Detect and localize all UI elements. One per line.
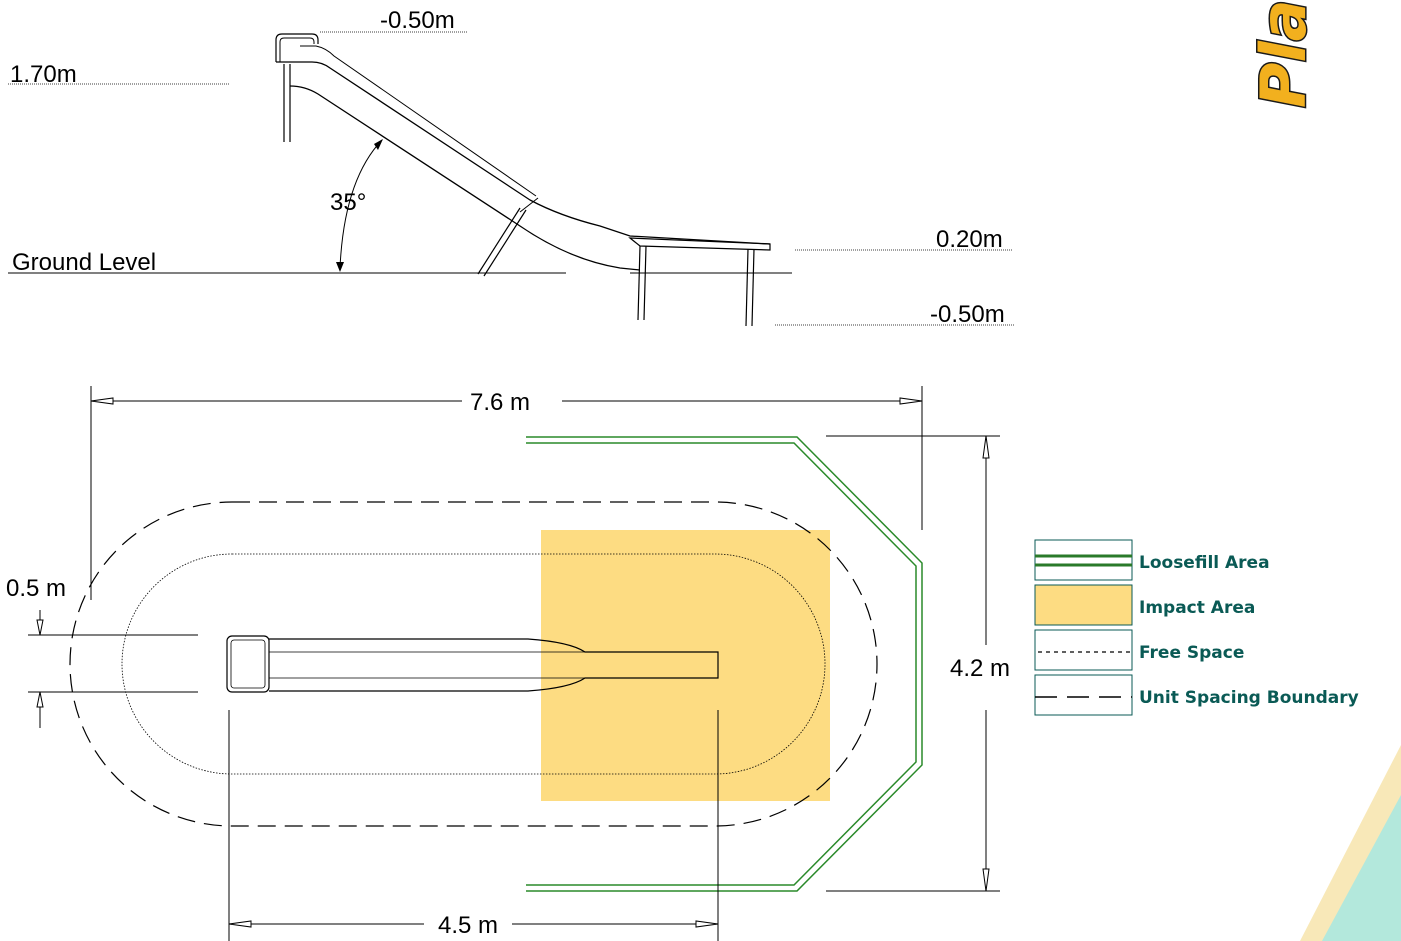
dim-length-arrow-left — [90, 397, 114, 405]
label-overall-length: 7.6 m — [470, 389, 530, 416]
plan-view — [28, 386, 1000, 941]
label-overall-width: 4.2 m — [950, 655, 1010, 682]
dim-width-arrow-bottom — [982, 868, 990, 892]
dim-slide-width-arrow-top — [36, 619, 44, 636]
angle-arc — [339, 139, 383, 269]
slide-chute-plan — [269, 638, 719, 692]
legend-item-unit-spacing: Unit Spacing Boundary — [1034, 674, 1359, 716]
free-space-boundary — [121, 553, 826, 775]
slide-strut-2 — [483, 209, 527, 277]
slide-handrail-inner — [279, 37, 315, 62]
legend-label-impact: Impact Area — [1139, 598, 1255, 618]
slide-exit-platform — [628, 237, 771, 251]
label-ground-level: Ground Level — [12, 249, 156, 276]
slide-chute-top-inner — [300, 45, 537, 197]
slide-joint — [519, 197, 539, 213]
legend: Loosefill Area Impact Area Free Space Un… — [1034, 539, 1359, 716]
legend-swatch-impact — [1034, 584, 1133, 626]
dim-slide-width-arrow-bottom — [36, 691, 44, 708]
slide-exit-leg-1b — [643, 245, 647, 321]
corner-decoration — [1300, 745, 1401, 941]
dim-slide-length-arrow-right — [695, 920, 719, 928]
logo-text: Pla — [1247, 0, 1320, 108]
label-bottom-level: -0.50m — [930, 301, 1005, 328]
label-height: 1.70m — [10, 61, 77, 88]
dim-slide-length-arrow-left — [228, 920, 252, 928]
slide-top-platform — [226, 635, 270, 693]
dim-length-arrow-right — [899, 397, 923, 405]
slide-chute-top — [276, 61, 771, 245]
legend-label-unit-spacing: Unit Spacing Boundary — [1139, 688, 1359, 708]
brand-logo: Pla — [1246, 0, 1322, 110]
legend-label-loosefill: Loosefill Area — [1139, 553, 1270, 573]
slide-top-platform-inner — [230, 639, 266, 689]
slide-chute-bottom — [289, 85, 641, 271]
slide-exit-leg-2 — [745, 248, 749, 327]
label-slide-length: 4.5 m — [438, 912, 498, 939]
legend-swatch-unit-spacing — [1034, 674, 1133, 716]
slide-exit-leg-2b — [751, 248, 755, 327]
legend-swatch-loosefill — [1034, 539, 1133, 581]
unit-spacing-boundary — [69, 501, 878, 827]
legend-item-free-space: Free Space — [1034, 629, 1244, 671]
label-top-level: -0.50m — [380, 7, 455, 34]
impact-area — [541, 530, 830, 801]
label-angle: 35° — [330, 189, 366, 216]
elevation-view — [8, 31, 1015, 327]
slide-handrail — [275, 33, 319, 62]
legend-label-free-space: Free Space — [1139, 643, 1244, 663]
loosefill-line-inner — [526, 442, 917, 886]
corner-teal-band — [1322, 795, 1401, 941]
angle-arrow-bottom — [336, 262, 344, 272]
loosefill-line-outer — [526, 436, 923, 892]
legend-item-loosefill: Loosefill Area — [1034, 539, 1270, 581]
label-exit-height: 0.20m — [936, 226, 1003, 253]
legend-item-impact: Impact Area — [1034, 584, 1255, 626]
angle-arrow-top — [374, 139, 383, 150]
label-slide-width: 0.5 m — [6, 575, 66, 602]
slide-exit-leg-1 — [637, 245, 641, 321]
dim-width-arrow-top — [982, 435, 990, 459]
slide-strut — [477, 207, 521, 275]
legend-swatch-free-space — [1034, 629, 1133, 671]
